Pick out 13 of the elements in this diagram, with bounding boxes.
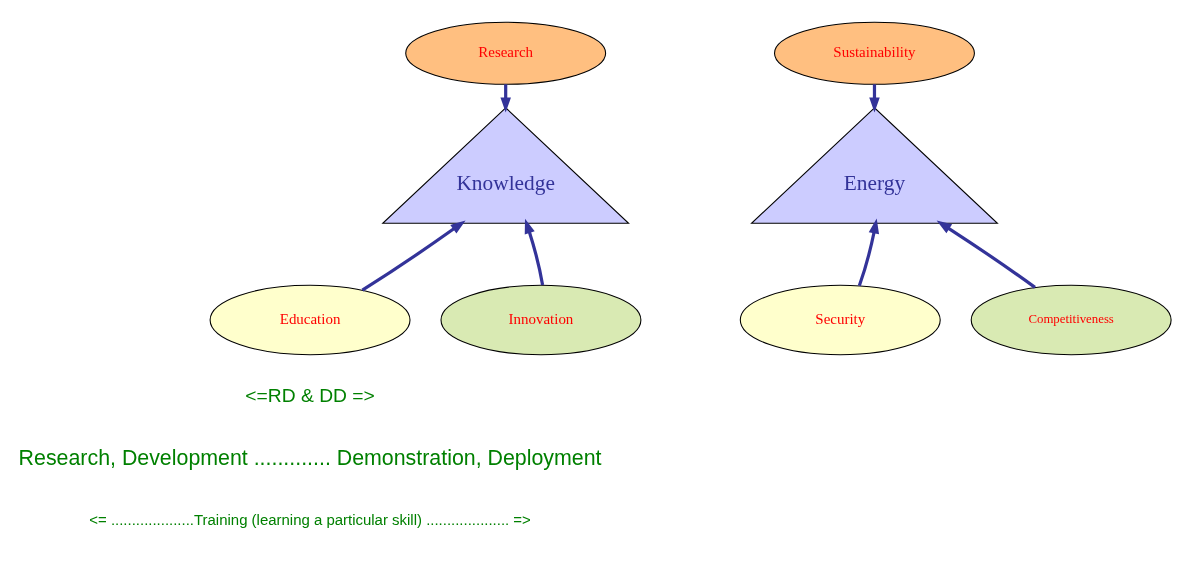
label: <=RD & DD => — [245, 384, 375, 406]
arrow — [524, 218, 545, 285]
node-ellipse: Competitiveness — [970, 284, 1172, 355]
node-ellipse: Research — [405, 21, 607, 85]
label: Research, Development ............. Demonstration, Deployment — [18, 445, 602, 470]
arrow — [936, 220, 1036, 289]
arrow — [857, 217, 880, 286]
node-ellipse: Sustainability — [774, 21, 975, 85]
node-ellipse: Security — [739, 284, 941, 355]
node-ellipse: Innovation — [440, 284, 642, 355]
arrow — [361, 219, 466, 292]
node-ellipse: Education — [209, 284, 411, 355]
label: <= ....................Training (learning a particular skill) .................... => — [89, 510, 531, 528]
